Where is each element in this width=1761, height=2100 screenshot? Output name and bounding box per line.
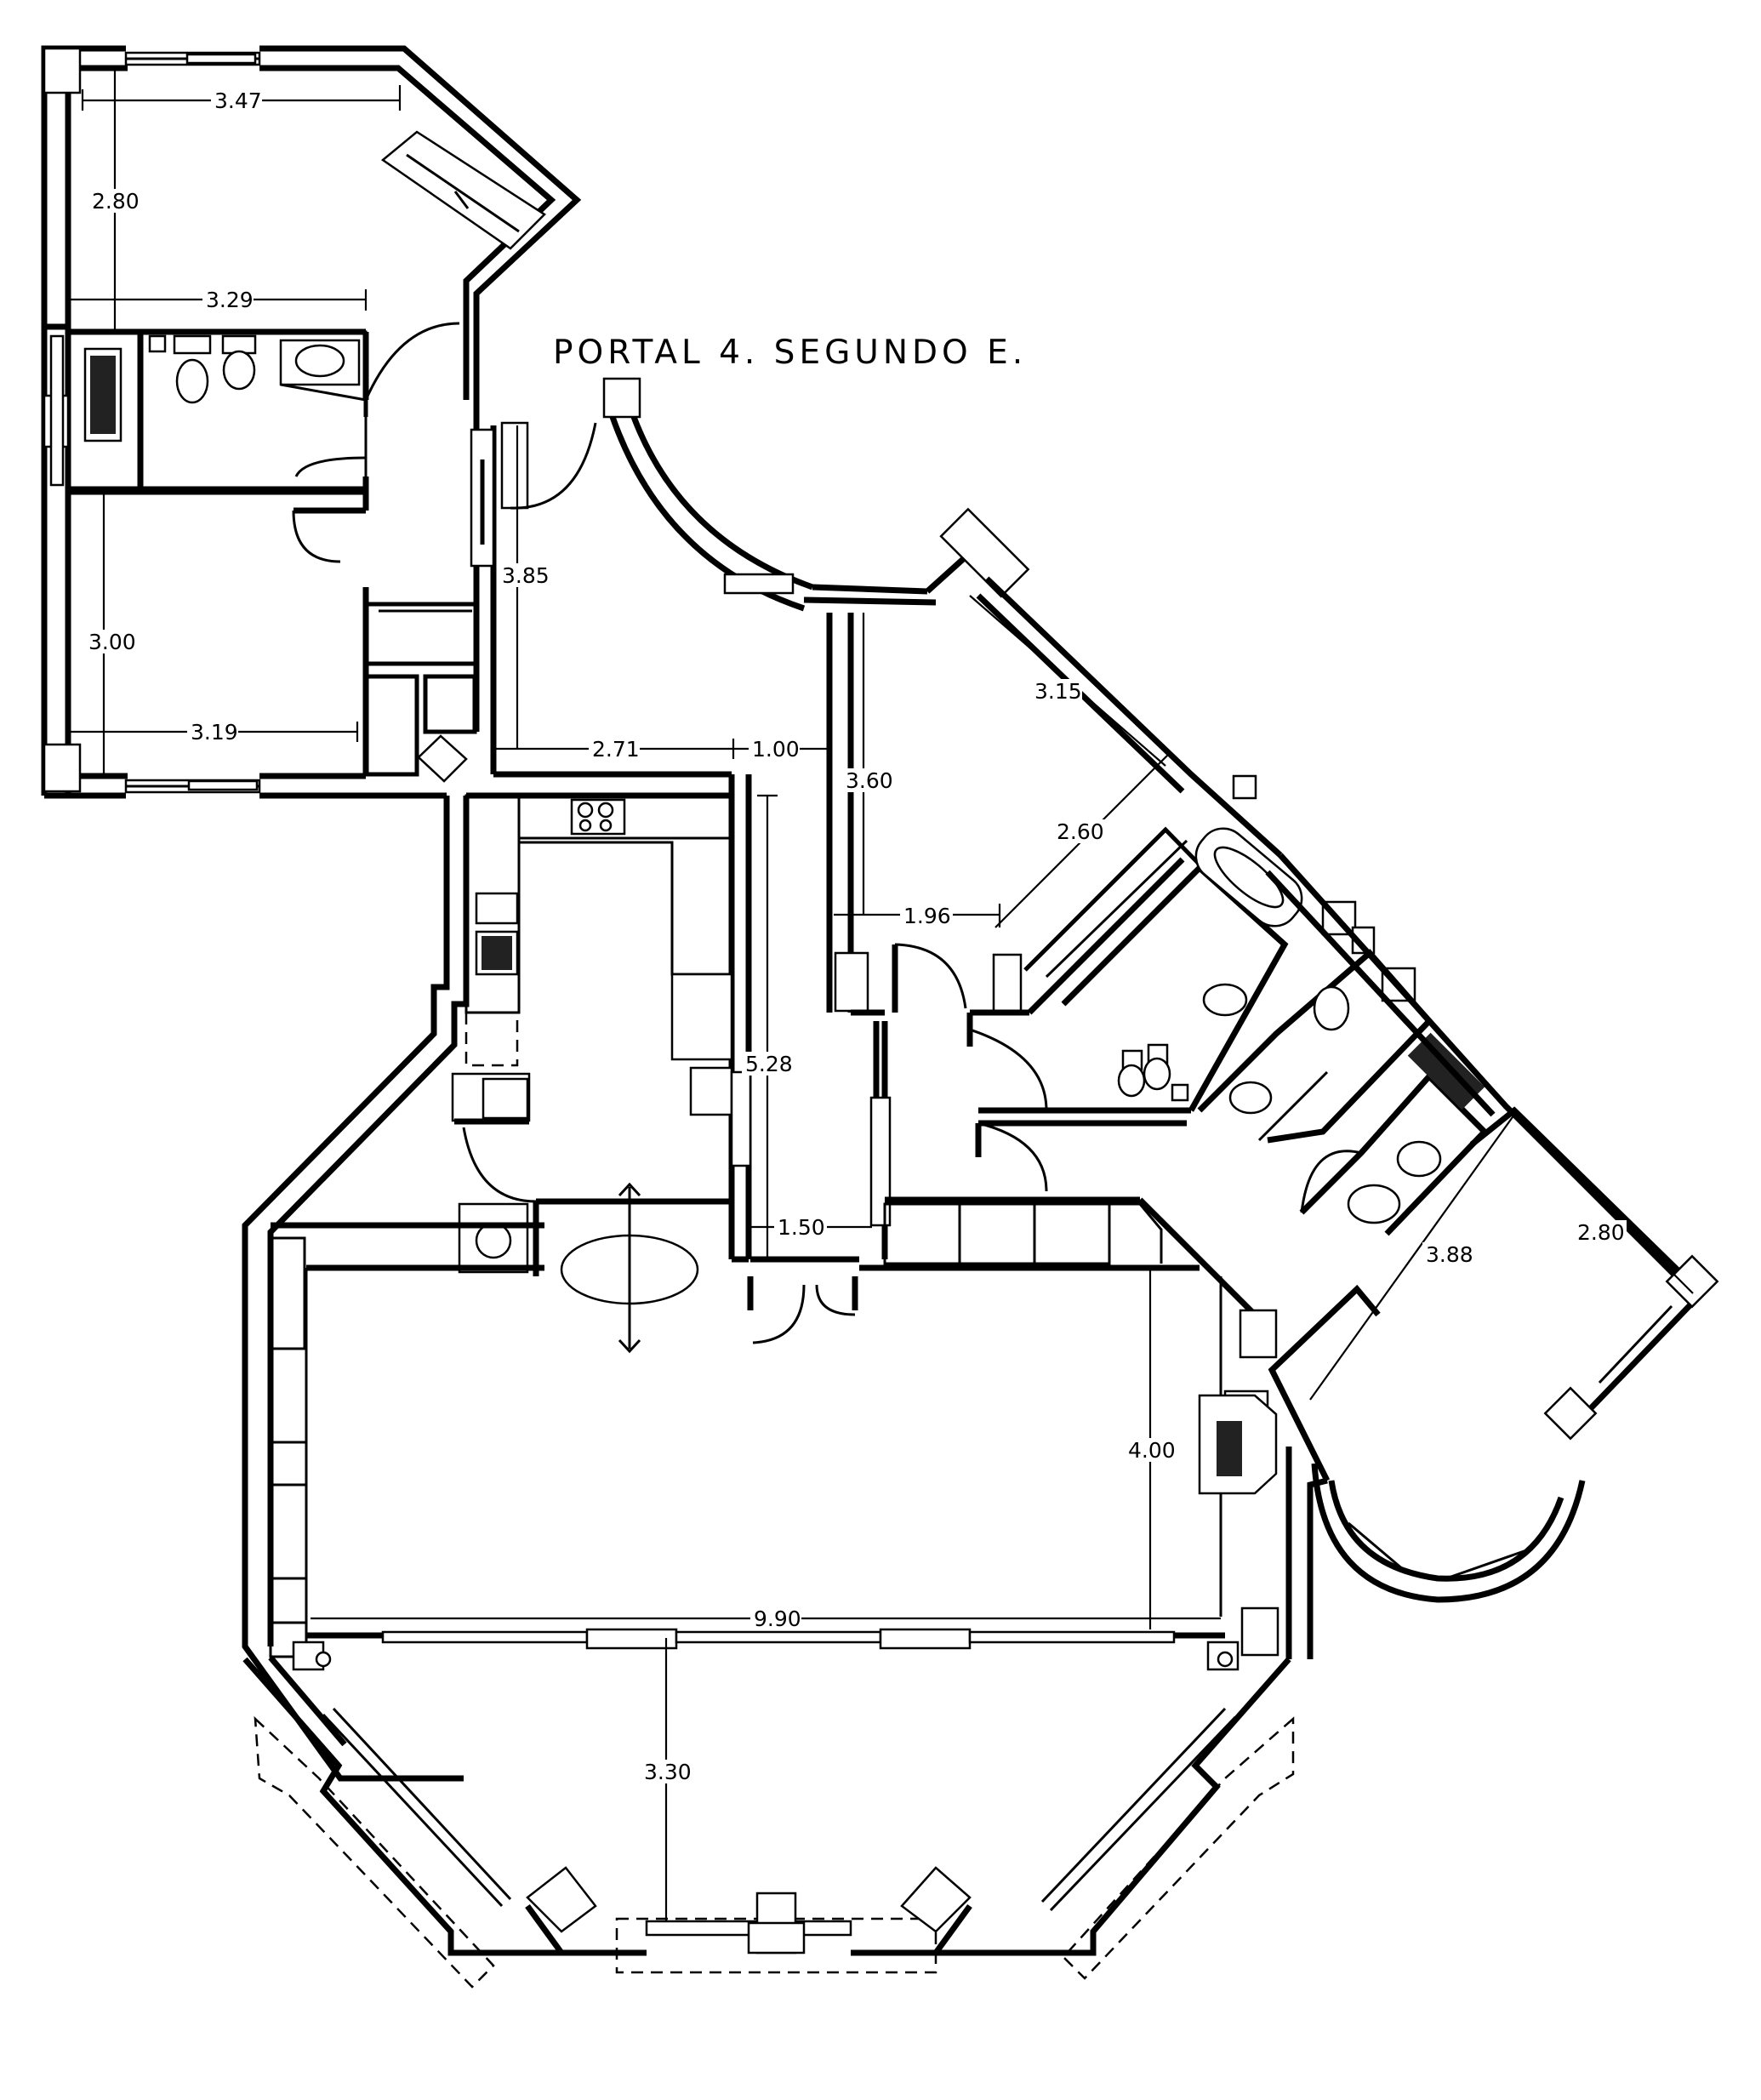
dim-bed1-width: 3.47 [214,88,262,113]
bedroom-3 [826,507,1283,1016]
dim-bed3-diag: 3.15 [1034,679,1082,704]
dim-bed2-width: 3.19 [191,720,238,745]
dim-bed3-wardrobe: 2.60 [1057,819,1104,844]
dim-hall-width-b: 1.00 [752,737,800,762]
dim-corridor-width: 1.50 [778,1215,825,1240]
kitchen [451,774,752,1276]
dim-living-depth: 4.00 [1128,1438,1176,1463]
dim-dining-depth: 3.30 [644,1760,692,1784]
dim-bed1-depth: 2.80 [92,189,140,214]
dim-master-width: 2.80 [1577,1220,1625,1245]
bathroom-1 [43,322,460,493]
dim-bed3-entry: 1.96 [903,904,951,928]
dim-hall-width-a: 2.71 [592,737,640,762]
master-bedroom [1268,1106,1719,1603]
central-corridor [732,1021,892,1344]
dining-room [254,1651,1295,1989]
dimension-labels: 3.47 2.80 3.29 3.00 3.19 3.85 2.71 1.00 … [85,88,1627,1784]
dim-master-diag: 3.88 [1426,1242,1473,1267]
dimension-lines [68,68,1694,1921]
dim-kitchen-length: 5.28 [745,1052,793,1076]
bedroom-2 [43,456,479,794]
entrance-hall [466,377,937,799]
dim-bed1-inner-width: 3.29 [206,288,254,312]
dim-hall-length: 3.85 [502,563,550,588]
dim-bed2-depth: 3.00 [88,630,136,654]
plan-title: PORTAL 4. SEGUNDO E. [553,334,1027,372]
dim-bed3-depth: 3.60 [846,768,893,793]
bathrooms-right [966,827,1691,1292]
dim-living-width: 9.90 [754,1606,801,1631]
